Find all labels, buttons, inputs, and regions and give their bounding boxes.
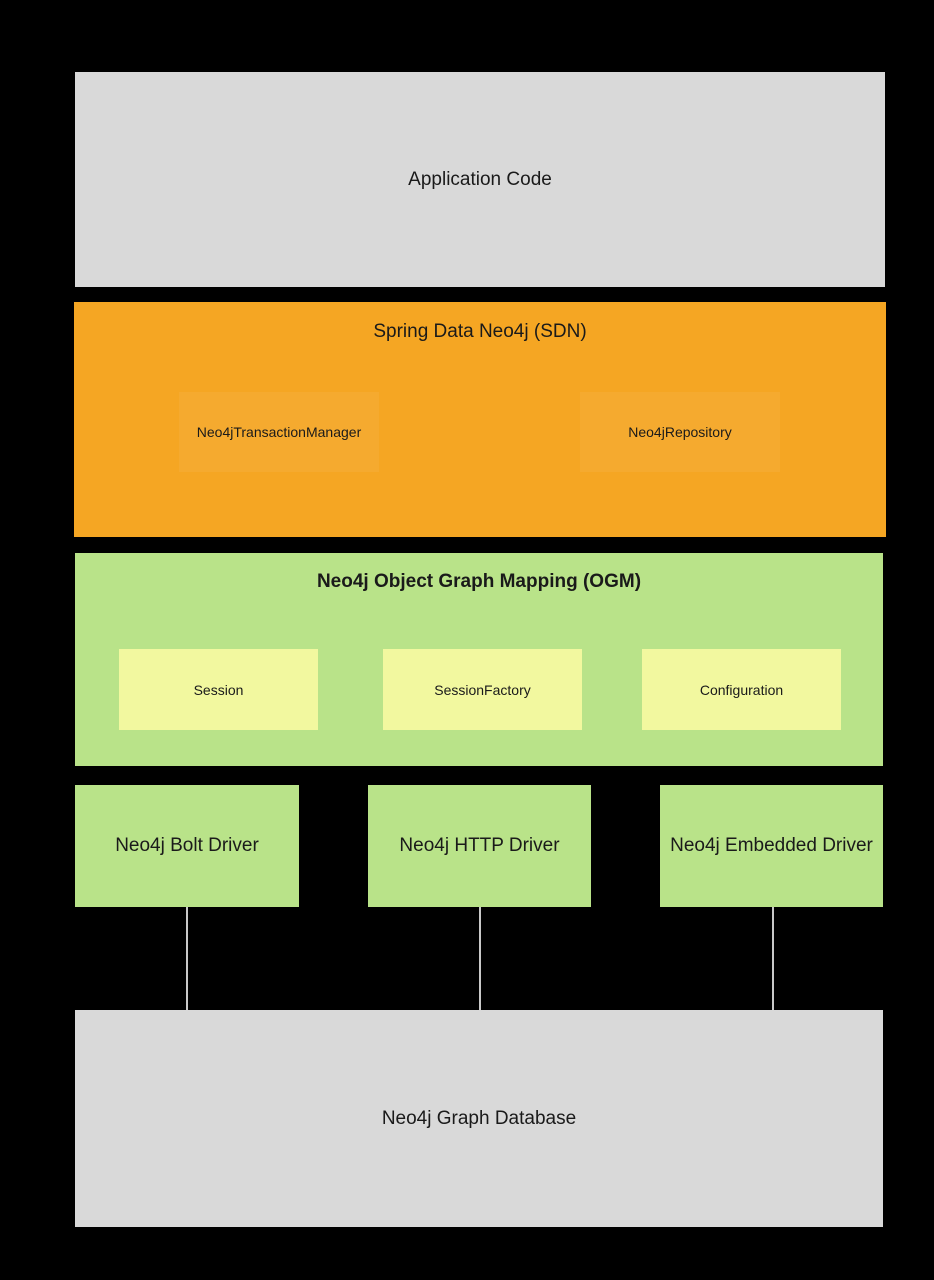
driver-neo4j-embedded-label: Neo4j Embedded Driver bbox=[670, 835, 873, 856]
graph-database-label: Neo4j Graph Database bbox=[381, 1107, 577, 1129]
driver-neo4j-bolt: Neo4j Bolt Driver bbox=[75, 785, 299, 907]
ogm-layer-title: Neo4j Object Graph Mapping (OGM) bbox=[316, 571, 642, 592]
component-neo4j-transaction-manager-label: Neo4jTransactionManager bbox=[196, 424, 362, 440]
component-neo4j-repository: Neo4jRepository bbox=[580, 392, 780, 472]
component-session-factory: SessionFactory bbox=[383, 649, 582, 730]
layer-application-code: Application Code bbox=[75, 72, 885, 287]
component-session-label: Session bbox=[193, 681, 244, 698]
connector-line-embedded-to-database bbox=[772, 907, 774, 1010]
component-session-factory-label: SessionFactory bbox=[434, 681, 531, 698]
driver-neo4j-http: Neo4j HTTP Driver bbox=[368, 785, 591, 907]
sdn-layer-title: Spring Data Neo4j (SDN) bbox=[373, 321, 587, 342]
application-code-label: Application Code bbox=[408, 168, 552, 190]
layer-neo4j-ogm: Neo4j Object Graph Mapping (OGM) Session… bbox=[75, 553, 883, 766]
connector-line-bolt-to-database bbox=[186, 907, 188, 1010]
component-configuration-label: Configuration bbox=[699, 681, 784, 698]
component-session: Session bbox=[119, 649, 318, 730]
driver-neo4j-http-label: Neo4j HTTP Driver bbox=[399, 835, 560, 856]
layer-neo4j-graph-database: Neo4j Graph Database bbox=[75, 1010, 883, 1227]
layer-spring-data-neo4j: Spring Data Neo4j (SDN) Neo4jTransaction… bbox=[74, 302, 886, 537]
driver-neo4j-embedded: Neo4j Embedded Driver bbox=[660, 785, 883, 907]
driver-neo4j-bolt-label: Neo4j Bolt Driver bbox=[115, 835, 259, 856]
component-configuration: Configuration bbox=[642, 649, 841, 730]
component-neo4j-transaction-manager: Neo4jTransactionManager bbox=[179, 392, 379, 472]
connector-line-http-to-database bbox=[479, 907, 481, 1010]
component-neo4j-repository-label: Neo4jRepository bbox=[628, 424, 732, 440]
